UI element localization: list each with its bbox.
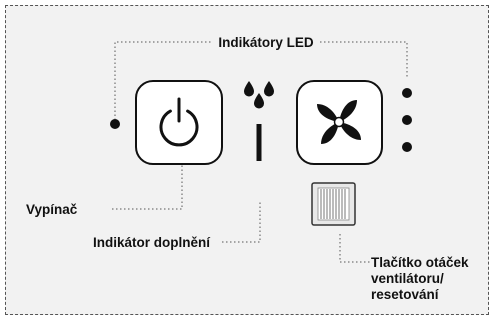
fan-button-label-line3: resetování	[371, 287, 440, 302]
led-leader-right	[320, 41, 408, 78]
refill-indicator-bar	[256, 124, 262, 161]
fan-button-leader	[339, 234, 370, 263]
fan-button-label-line1: Tlačítko otáček	[371, 255, 469, 270]
drop-right	[264, 81, 274, 97]
power-icon	[159, 97, 199, 147]
led-dot-left	[110, 119, 120, 129]
control-panel-diagram	[5, 5, 489, 315]
drop-center	[254, 93, 264, 109]
fan-icon	[317, 100, 361, 144]
led-indicators-label: Indikátory LED	[218, 35, 314, 50]
refill-indicator-leader	[222, 200, 261, 243]
led-dot-right-2	[402, 115, 412, 125]
filter-icon	[311, 182, 356, 226]
leader-lines	[112, 41, 408, 263]
water-drops-icon	[244, 81, 274, 109]
led-dot-right-3	[402, 142, 412, 152]
fan-speed-button[interactable]	[296, 80, 383, 165]
power-button[interactable]	[135, 80, 223, 165]
drop-left	[244, 81, 254, 97]
power-switch-label: Vypínač	[26, 202, 78, 217]
refill-indicator-label: Indikátor doplnění	[93, 235, 211, 250]
fan-button-label-line2: ventilátoru/	[371, 271, 444, 286]
led-dot-right-1	[402, 88, 412, 98]
power-switch-leader	[112, 163, 183, 210]
